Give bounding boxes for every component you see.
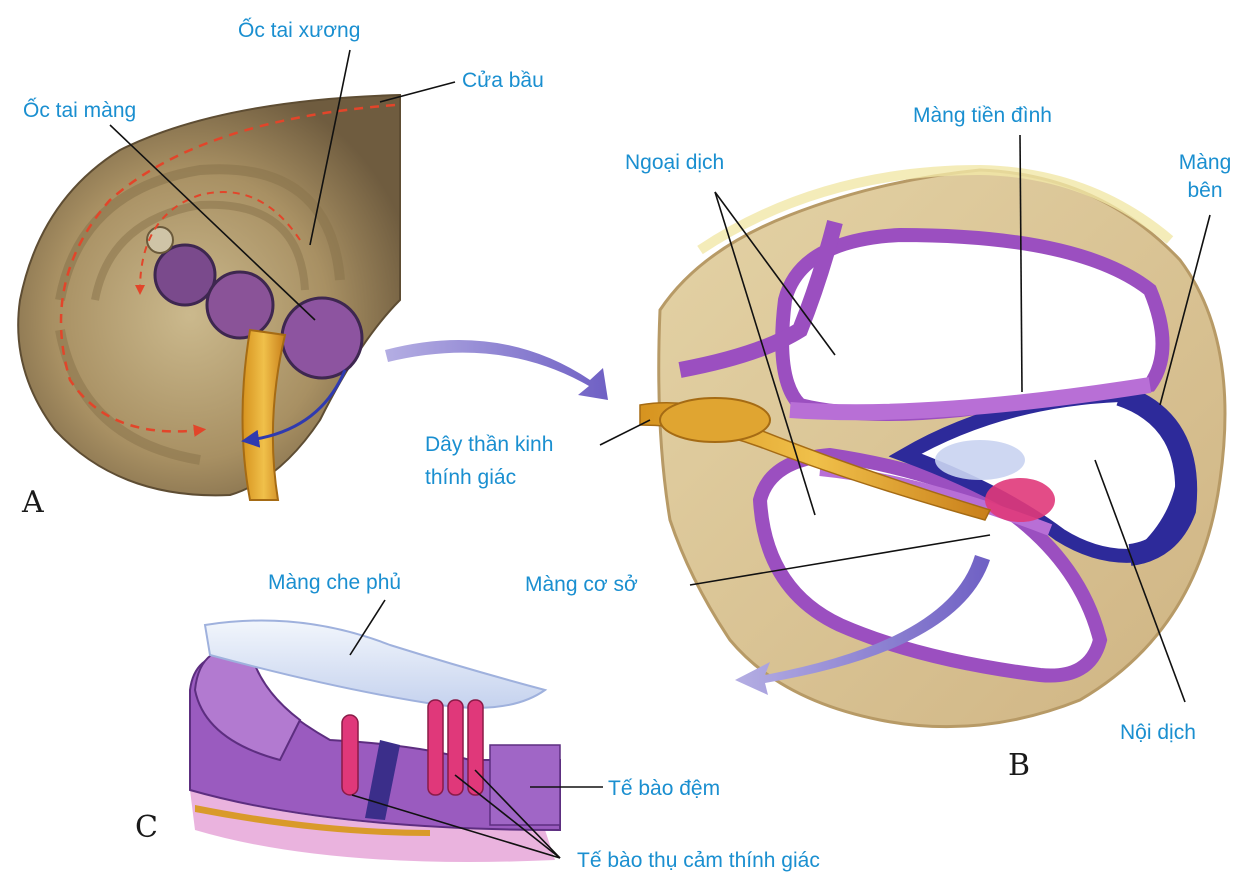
panel-label-a: A [22, 485, 44, 520]
outer-hair-cell-2 [448, 700, 463, 795]
turn-section-1 [155, 245, 215, 305]
label-day-than-kinh-line2: thính giác [425, 465, 516, 491]
panel-c-organ-of-corti [190, 600, 603, 862]
label-te-bao-dem: Tế bào đệm [608, 776, 720, 802]
label-day-than-kinh-line1: Dây thần kinh [425, 432, 553, 458]
organ-of-corti-b [985, 478, 1055, 522]
label-mang-ben-line1: Màng [1170, 150, 1240, 176]
label-mang-co-so: Màng cơ sở [525, 572, 638, 598]
leader-cua-bau [380, 82, 455, 102]
tectorial-membrane-b [935, 440, 1025, 480]
label-oc-tai-mang: Ốc tai màng [23, 98, 136, 124]
label-mang-che-phu: Màng che phủ [268, 570, 401, 596]
label-ngoai-dich: Ngoại dịch [625, 150, 724, 176]
spiral-ganglion [660, 398, 770, 442]
label-mang-tien-dinh: Màng tiền đình [913, 103, 1052, 129]
turn-section-3 [282, 298, 362, 378]
label-noi-dich: Nội dịch [1120, 720, 1196, 746]
label-te-bao-thu-cam: Tế bào thụ cảm thính giác [577, 848, 820, 874]
transition-arrow-a-b [385, 340, 608, 400]
label-oc-tai-xuong: Ốc tai xương [238, 18, 360, 44]
turn-section-2 [207, 272, 273, 338]
label-mang-ben-line2: bên [1170, 178, 1240, 204]
outer-hair-cell-1 [428, 700, 443, 795]
leader-day-than-kinh [600, 420, 650, 445]
deiters-cells [490, 745, 560, 825]
panel-label-b: B [1008, 748, 1030, 783]
panel-label-c: C [135, 810, 158, 845]
outer-hair-cell-3 [468, 700, 483, 795]
label-cua-bau: Cửa bầu [462, 68, 544, 94]
inner-hair-cell [342, 715, 358, 795]
